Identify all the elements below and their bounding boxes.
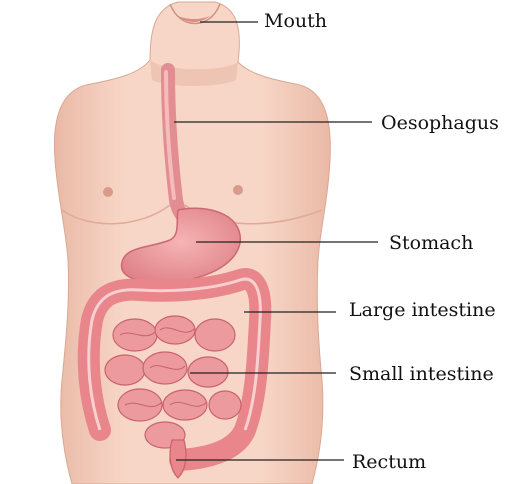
left-nipple	[103, 187, 113, 197]
label-oesophagus: Oesophagus	[381, 114, 499, 133]
label-small-intestine: Small intestine	[349, 365, 494, 384]
right-nipple	[233, 185, 243, 195]
label-rectum: Rectum	[352, 453, 426, 472]
label-mouth: Mouth	[264, 12, 327, 31]
label-large-intestine: Large intestine	[349, 301, 496, 320]
label-stomach: Stomach	[389, 234, 473, 253]
